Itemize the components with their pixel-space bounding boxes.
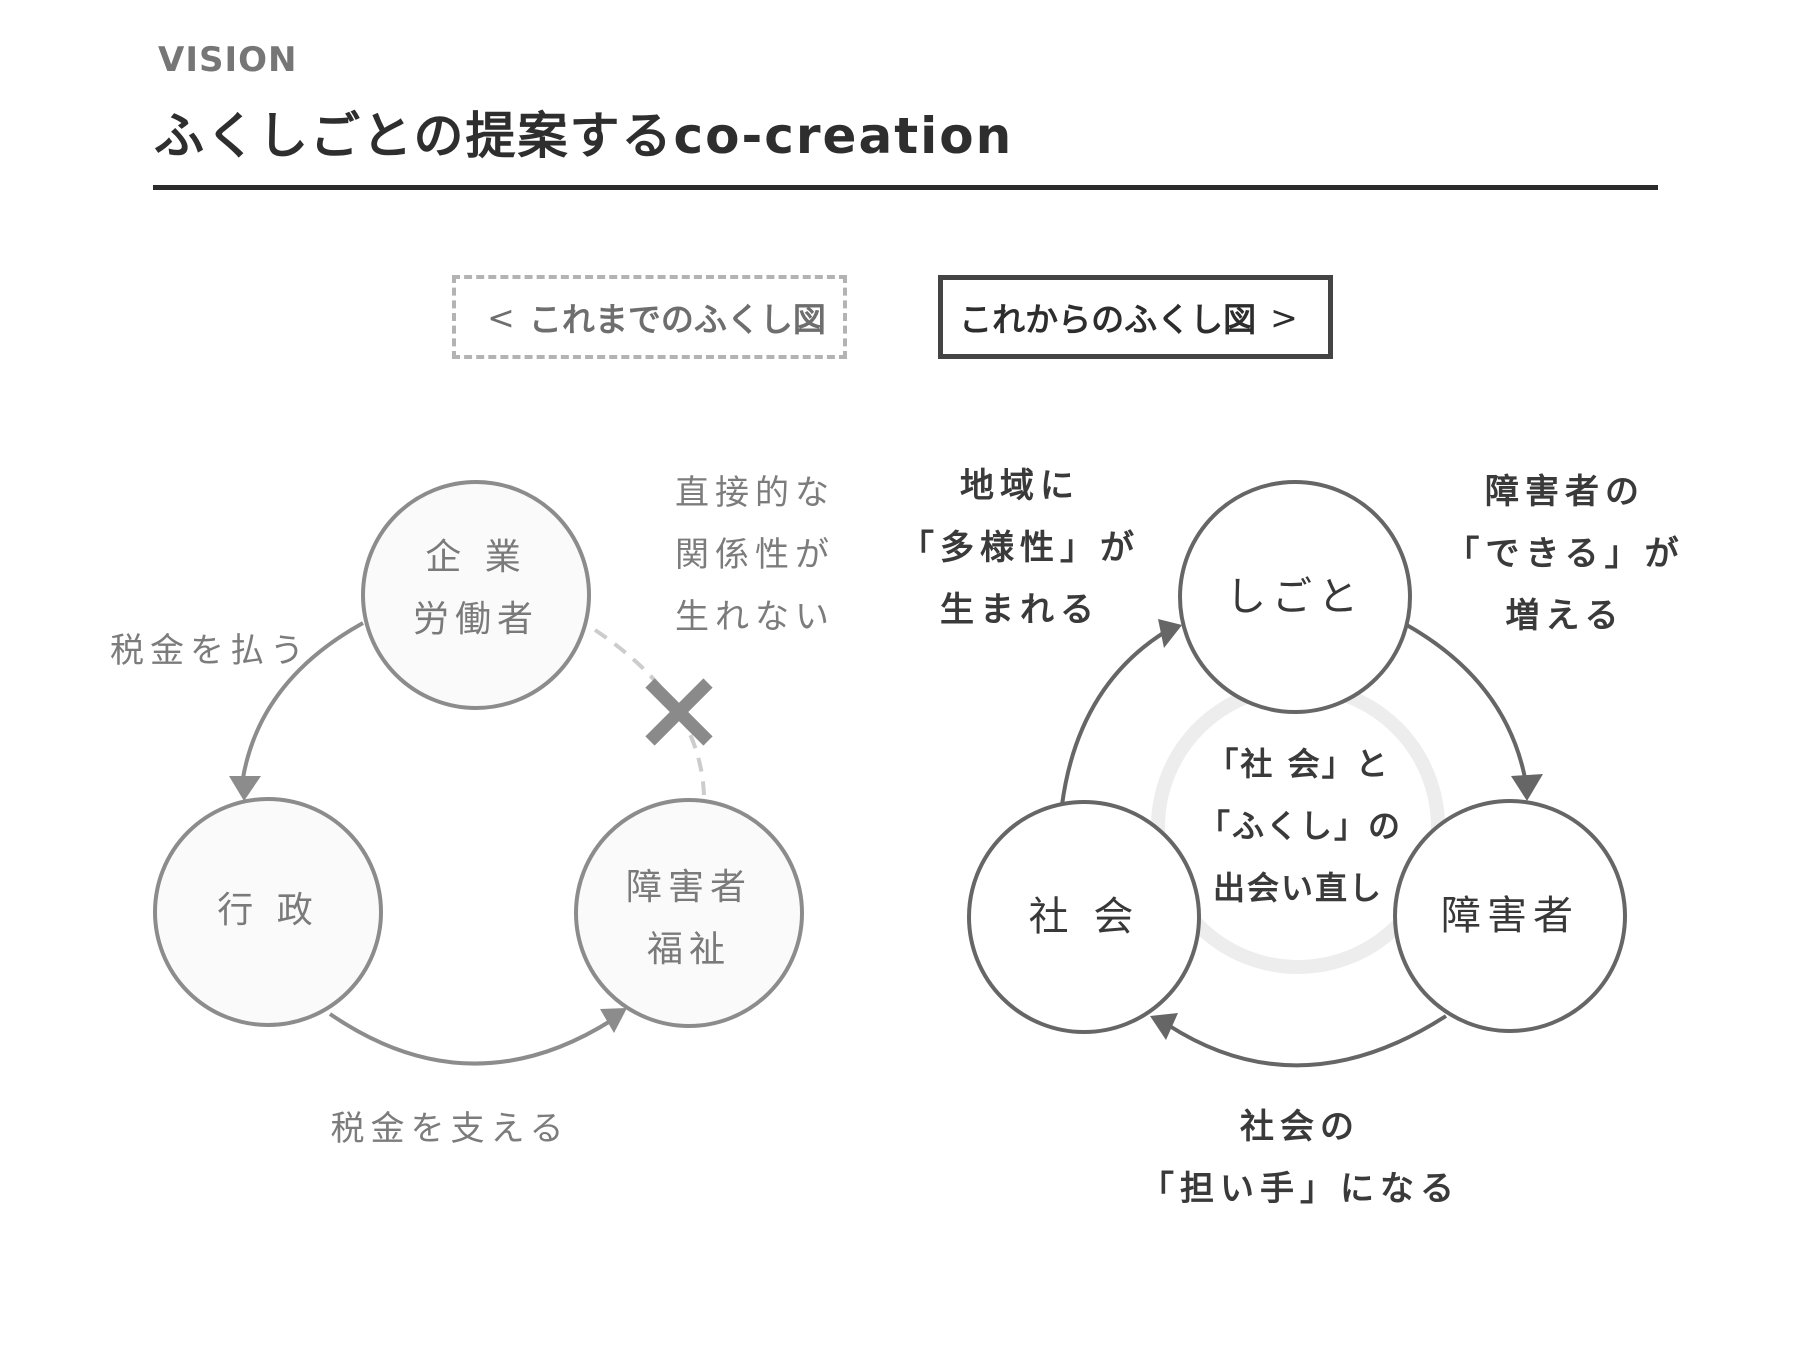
tab-previous-welfare-diagram[interactable]: < これまでのふくし図	[452, 275, 847, 359]
node-company-line-1: 企 業	[425, 537, 527, 578]
node-welfare-line-2: 福祉	[646, 929, 731, 970]
node-work-label: しごと	[1226, 574, 1364, 620]
arrowhead-society	[1150, 1013, 1178, 1040]
tab-previous-label: これまでのふくし図	[528, 300, 826, 339]
diversity-line-1: 地域に	[960, 466, 1080, 506]
node-disabled-label: 障害者	[1441, 893, 1579, 939]
node-welfare-label: 障害者 福祉	[589, 857, 789, 981]
edge-disabled-to-society	[1166, 1014, 1448, 1068]
bearer-line-2: 「担い手」になる	[1140, 1169, 1460, 1209]
title-divider	[153, 185, 1658, 190]
center-line-3: 出会い直し	[1212, 869, 1383, 907]
tab-next-label: これからのふくし図	[959, 300, 1257, 339]
edge-label-support-tax: 税金を支える	[330, 1109, 570, 1149]
node-work-circle	[1178, 480, 1412, 714]
node-welfare-line-1: 障害者	[625, 867, 752, 908]
edge-government-to-welfare	[328, 1012, 614, 1066]
node-society-label: 社 会	[1028, 894, 1140, 940]
arrowhead-work	[1158, 619, 1182, 648]
node-company-line-2: 労働者	[412, 599, 539, 640]
node-disabled-circle	[1393, 799, 1627, 1033]
arrowhead-government	[229, 776, 261, 801]
page-title: ふくしごとの提案するco-creation	[154, 107, 1014, 165]
center-line-1: 「社 会」と	[1206, 745, 1390, 783]
no-direct-line-3: 生れない	[675, 597, 835, 637]
chevron-left-icon: <	[487, 297, 515, 337]
edge-company-welfare-broken	[593, 628, 706, 796]
edge-label-diversity: 地域に 「多様性」が 生まれる	[900, 455, 1140, 641]
center-line-2: 「ふくし」の	[1198, 807, 1403, 845]
vision-eyebrow: VISION	[158, 40, 298, 80]
edge-label-no-direct-relation: 直接的な 関係性が 生れない	[660, 462, 850, 648]
edge-company-to-government	[241, 621, 364, 779]
no-direct-line-1: 直接的な	[675, 473, 835, 513]
node-government-label: 行 政	[217, 890, 319, 931]
edge-label-can-do: 障害者の 「できる」が 増える	[1440, 461, 1690, 647]
tab-next-welfare-diagram[interactable]: これからのふくし図 >	[938, 275, 1333, 359]
node-society-circle	[967, 800, 1201, 1034]
edge-work-to-disabled	[1404, 622, 1527, 779]
no-direct-line-2: 関係性が	[675, 535, 835, 575]
chevron-right-icon: >	[1270, 297, 1298, 337]
bearer-line-1: 社会の	[1240, 1107, 1360, 1147]
arrowhead-welfare	[600, 1008, 627, 1033]
can-do-line-1: 障害者の	[1485, 472, 1645, 512]
diversity-line-3: 生まれる	[940, 590, 1100, 630]
node-government-circle	[153, 797, 383, 1027]
arrowhead-disabled	[1511, 774, 1543, 801]
center-reencounter-label: 「社 会」と 「ふくし」の 出会い直し	[1198, 733, 1403, 919]
node-company-label: 企 業 労働者	[376, 527, 576, 651]
node-welfare-circle	[574, 798, 804, 1028]
edge-label-pay-tax: 税金を払う	[110, 631, 310, 671]
node-company-circle	[361, 480, 591, 710]
diversity-line-2: 「多様性」が	[900, 528, 1140, 568]
edge-label-bearer: 社会の 「担い手」になる	[1140, 1096, 1460, 1220]
can-do-line-3: 増える	[1505, 596, 1625, 636]
edge-society-to-work	[1060, 628, 1170, 806]
cross-mark-icon	[645, 678, 713, 746]
can-do-line-2: 「できる」が	[1445, 534, 1685, 574]
